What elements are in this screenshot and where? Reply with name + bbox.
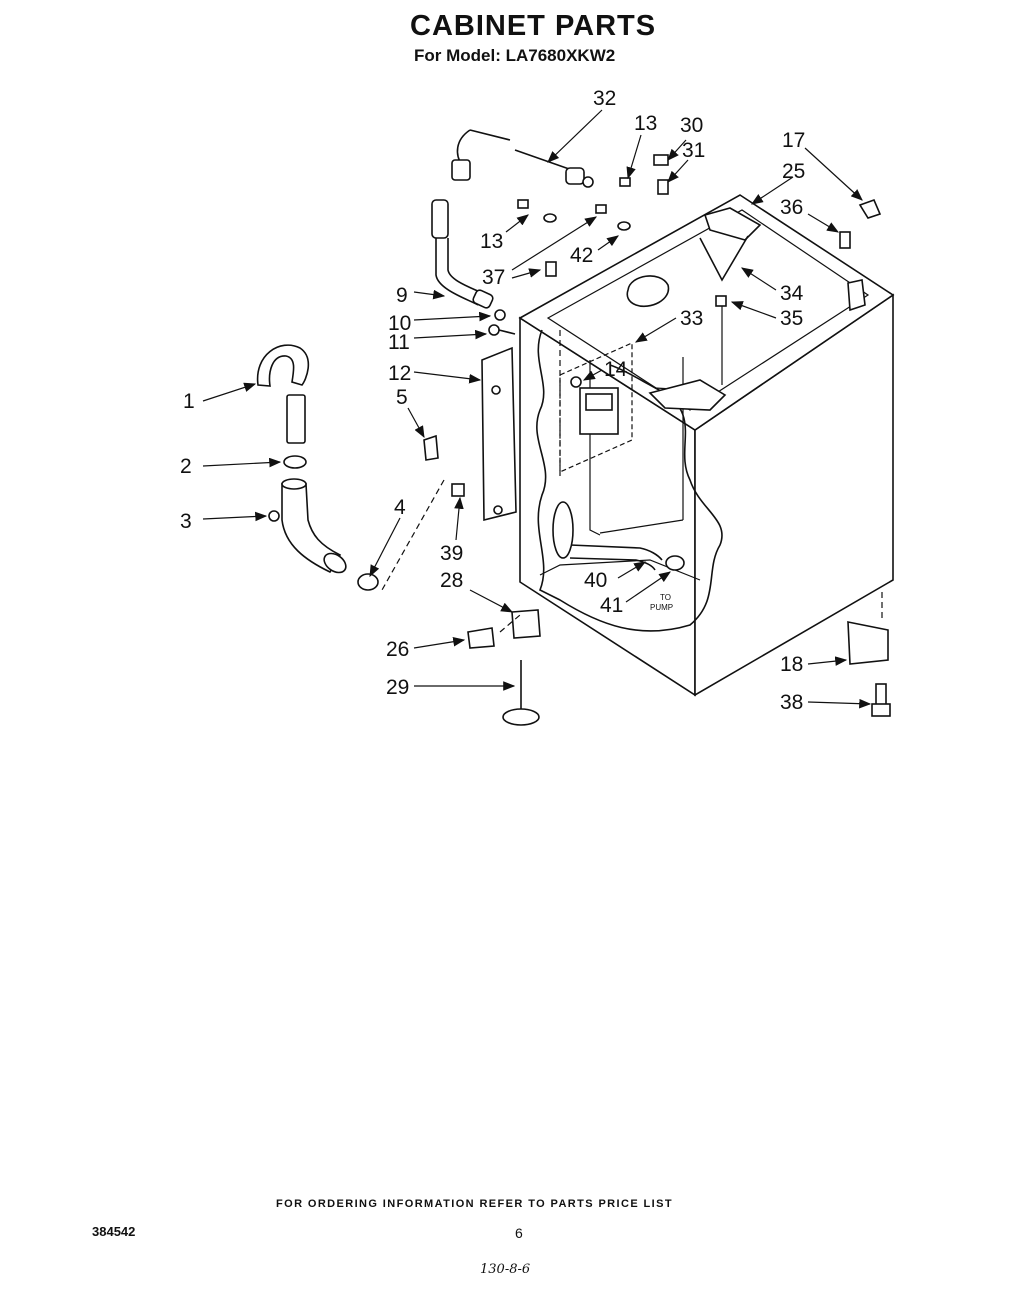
cabinet-body xyxy=(518,194,895,697)
to-pump-note-line1: TO xyxy=(660,593,671,602)
callout-34: 34 xyxy=(780,282,804,305)
part-5-clip xyxy=(423,434,439,461)
part-9-hose xyxy=(431,199,494,309)
part-2-washer xyxy=(283,455,307,469)
model-subtitle: For Model: LA7680XKW2 xyxy=(414,46,616,65)
part-32-wire-harness xyxy=(451,129,594,188)
callout-36: 36 xyxy=(780,196,803,219)
callout-32: 32 xyxy=(593,87,616,110)
ordering-info-footer: FOR ORDERING INFORMATION REFER TO PARTS … xyxy=(276,1198,673,1210)
callout-labels: 32 13 30 31 17 25 13 36 42 37 34 9 35 10… xyxy=(180,87,805,714)
callout-13-lower: 13 xyxy=(480,230,503,253)
part-4-clamp xyxy=(357,573,379,591)
callout-5: 5 xyxy=(396,386,408,409)
callout-14: 14 xyxy=(604,358,628,381)
callout-2: 2 xyxy=(180,455,192,478)
page-number: 6 xyxy=(515,1225,523,1241)
part-29-foot xyxy=(502,660,540,726)
callout-30: 30 xyxy=(680,114,703,137)
part-10-11-screws xyxy=(488,309,516,336)
part-26-28-leveling xyxy=(467,609,541,649)
handwritten-note: 130-8-6 xyxy=(480,1262,531,1277)
part-1-fill-hose xyxy=(256,344,310,444)
callout-37: 37 xyxy=(482,266,505,289)
callout-4: 4 xyxy=(394,496,406,519)
callout-17: 17 xyxy=(782,129,805,152)
callout-1: 1 xyxy=(183,390,195,413)
part-14-switch xyxy=(559,342,633,473)
callout-33: 33 xyxy=(680,307,703,330)
callout-11: 11 xyxy=(388,331,410,354)
callout-3: 3 xyxy=(180,510,192,533)
document-number: 384542 xyxy=(92,1224,136,1239)
page-title: CABINET PARTS xyxy=(410,10,657,42)
callout-35: 35 xyxy=(780,307,803,330)
small-hardware xyxy=(451,154,882,497)
callout-29: 29 xyxy=(386,676,409,699)
callout-40: 40 xyxy=(584,569,607,592)
leader-lines xyxy=(202,109,872,709)
callout-41: 41 xyxy=(600,594,623,617)
callout-12: 12 xyxy=(388,362,411,385)
callout-39: 39 xyxy=(440,542,463,565)
callout-28: 28 xyxy=(440,569,463,592)
callout-10: 10 xyxy=(388,312,411,335)
callout-42: 42 xyxy=(570,244,593,267)
part-18-bracket xyxy=(847,621,889,665)
part-40-41-pump-hose xyxy=(552,501,685,571)
callout-25: 25 xyxy=(782,160,805,183)
part-3-elbow xyxy=(268,478,347,574)
callout-38: 38 xyxy=(780,691,803,714)
dashed-leaders xyxy=(381,330,561,633)
callout-13: 13 xyxy=(634,112,657,135)
part-38-foot xyxy=(871,592,891,717)
callout-26: 26 xyxy=(386,638,409,661)
part-12-panel xyxy=(481,346,517,522)
callout-31: 31 xyxy=(682,139,705,162)
callout-18: 18 xyxy=(780,653,803,676)
to-pump-note-line2: PUMP xyxy=(650,603,673,612)
callout-9: 9 xyxy=(396,284,408,307)
